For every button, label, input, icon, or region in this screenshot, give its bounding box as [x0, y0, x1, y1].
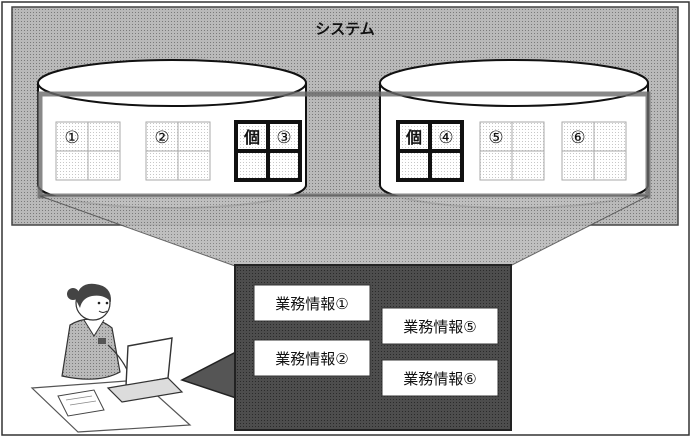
business-info-card: 業務情報⑥: [381, 359, 499, 397]
table-1: ①: [55, 121, 121, 181]
database-2-top: [379, 59, 649, 107]
table-2: ②: [145, 121, 211, 181]
table-number: ③: [276, 128, 291, 148]
personal-info-label: 個: [243, 128, 260, 147]
screen-panel: 業務情報① 業務情報② 業務情報⑤ 業務情報⑥: [180, 264, 512, 431]
table-number: ②: [154, 128, 169, 148]
table-number: ⑤: [488, 128, 503, 148]
person-illustration: [30, 283, 192, 433]
table-number: ④: [438, 128, 453, 148]
person-hair: [76, 283, 112, 308]
business-info-card-bg: [253, 284, 371, 322]
table-number: ①: [64, 128, 79, 148]
table-5: ⑤: [479, 121, 545, 181]
business-info-label: 業務情報⑥: [403, 370, 476, 388]
database-1-top: [37, 59, 307, 107]
business-info-label: 業務情報⑤: [403, 318, 476, 336]
business-info-card-bg: [253, 339, 371, 377]
table-number: ⑥: [570, 128, 585, 148]
business-info-label: 業務情報②: [275, 350, 348, 368]
business-info-label: 業務情報①: [275, 295, 348, 313]
business-info-card-bg: [381, 359, 499, 397]
personal-info-label: 個: [405, 128, 422, 147]
table-6: ⑥: [561, 121, 627, 181]
laptop-base: [106, 377, 184, 403]
business-info-card: 業務情報⑤: [381, 307, 499, 345]
person-body: [61, 318, 121, 380]
system-title: システム: [315, 20, 375, 38]
business-info-card: 業務情報①: [253, 284, 371, 322]
business-info-card-bg: [381, 307, 499, 345]
business-info-card: 業務情報②: [253, 339, 371, 377]
